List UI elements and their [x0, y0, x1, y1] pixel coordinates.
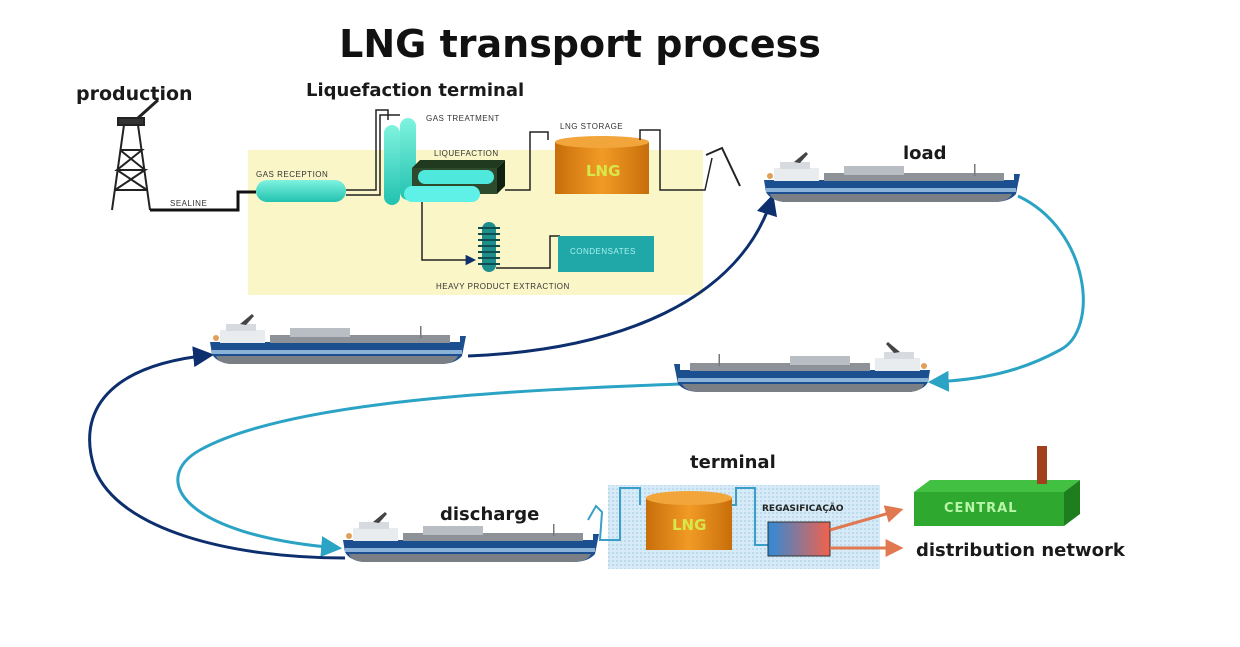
label-heavy-product-extraction: HEAVY PRODUCT EXTRACTION	[436, 282, 570, 291]
label-central: CENTRAL	[944, 501, 1018, 516]
sealine-pipe	[150, 190, 256, 212]
label-terminal: terminal	[690, 452, 776, 473]
power-central	[914, 446, 1080, 526]
label-liquefaction: LIQUEFACTION	[434, 149, 499, 158]
route-loaded-transit	[927, 194, 1085, 392]
route-to-discharge	[176, 382, 681, 558]
lng-ship-return	[210, 314, 466, 364]
gas-treatment-column	[384, 125, 400, 205]
condensates-tank	[558, 236, 654, 272]
label-gas-treatment: GAS TREATMENT	[426, 114, 500, 123]
loading-arm	[705, 146, 741, 187]
liquefaction-unit	[404, 160, 505, 202]
lng-ship-load	[764, 152, 1020, 202]
heavy-product-column	[478, 222, 500, 272]
oil-derrick-icon	[111, 98, 160, 211]
label-discharge: discharge	[440, 504, 540, 525]
lng-storage-tank	[555, 136, 649, 194]
label-distribution-network: distribution network	[916, 540, 1125, 561]
label-load: load	[903, 143, 947, 164]
page-title: LNG transport process	[339, 22, 821, 66]
label-sealine: SEALINE	[170, 199, 208, 208]
label-terminal-lng-tank: LNG	[672, 516, 707, 534]
label-production: production	[76, 83, 193, 105]
unloading-arm	[587, 487, 641, 541]
route-to-load	[467, 193, 777, 358]
label-gas-reception: GAS RECEPTION	[256, 170, 329, 179]
label-condensates: CONDENSATES	[570, 247, 636, 256]
route-return	[88, 346, 346, 560]
label-lng-tank: LNG	[586, 162, 621, 180]
gas-reception-vessel	[256, 180, 346, 202]
label-liquefaction-terminal: Liquefaction terminal	[306, 80, 525, 101]
label-regasification: REGASIFICAÇÃO	[762, 504, 844, 514]
lng-ship-transit	[674, 342, 930, 392]
arrow-to-central	[829, 505, 904, 532]
terminal-lng-tank	[646, 491, 732, 550]
regasification-unit	[767, 521, 831, 557]
label-lng-storage: LNG STORAGE	[560, 122, 624, 131]
